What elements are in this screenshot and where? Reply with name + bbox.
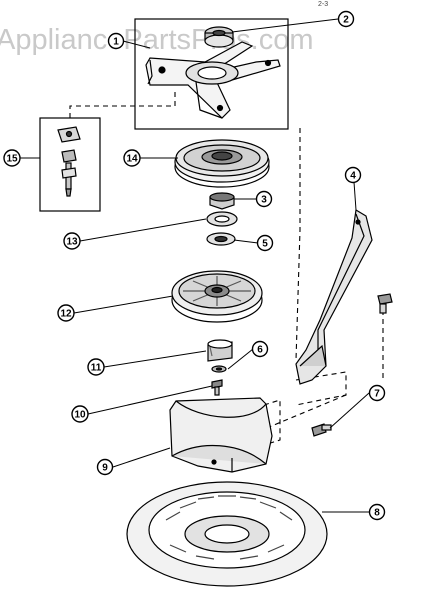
callout-1: 1 — [107, 32, 125, 50]
callout-label: 8 — [374, 508, 380, 519]
part-11-bushing — [207, 339, 233, 362]
page-reference: 2-3 — [318, 1, 328, 8]
part-14-pulley — [174, 139, 270, 188]
callout-4: 4 — [344, 166, 362, 184]
part-9-shield — [169, 397, 273, 473]
part-1-spider-bracket — [134, 18, 289, 130]
part-13-washer — [206, 211, 238, 227]
callout-10: 10 — [71, 405, 89, 423]
leader-lines-dashed — [69, 90, 384, 446]
part-5-washer — [206, 232, 236, 246]
callout-7: 7 — [368, 384, 386, 402]
callout-leaders — [20, 18, 370, 513]
part-4-bracket-arm — [295, 209, 373, 385]
part-3-nut — [209, 192, 235, 210]
callout-label: 7 — [374, 389, 380, 400]
callout-6: 6 — [251, 340, 269, 358]
callout-11: 11 — [87, 358, 105, 376]
callout-15: 15 — [3, 149, 21, 167]
callout-label: 9 — [102, 463, 108, 474]
callout-label: 10 — [74, 410, 86, 421]
callout-label: 2 — [343, 15, 349, 26]
callout-13: 13 — [63, 232, 81, 250]
part-8-base — [126, 481, 328, 587]
callout-3: 3 — [255, 190, 273, 208]
callout-label: 3 — [261, 195, 267, 206]
callout-label: 4 — [350, 171, 356, 182]
callout-8: 8 — [368, 503, 386, 521]
callout-label: 5 — [262, 239, 268, 250]
callout-14: 14 — [123, 149, 141, 167]
callout-12: 12 — [57, 304, 75, 322]
callout-label: 14 — [126, 154, 138, 165]
callout-5: 5 — [256, 234, 274, 252]
part-1-box — [134, 18, 289, 130]
part-15-bolt-kit — [39, 117, 101, 212]
callout-label: 11 — [91, 363, 102, 374]
callout-label: 12 — [60, 309, 72, 320]
callout-9: 9 — [96, 458, 114, 476]
part-2-bearing-hub — [204, 26, 234, 48]
callout-2: 2 — [337, 10, 355, 28]
part-10-screw — [211, 379, 223, 396]
watermark-text: AppliancePartsPros.com — [0, 24, 314, 56]
callout-label: 15 — [6, 154, 18, 165]
callout-label: 13 — [66, 237, 78, 248]
part-12-clutch-pulley — [171, 270, 263, 323]
part-6-washer — [211, 365, 227, 373]
callout-label: 1 — [113, 37, 119, 48]
callout-label: 6 — [257, 345, 263, 356]
